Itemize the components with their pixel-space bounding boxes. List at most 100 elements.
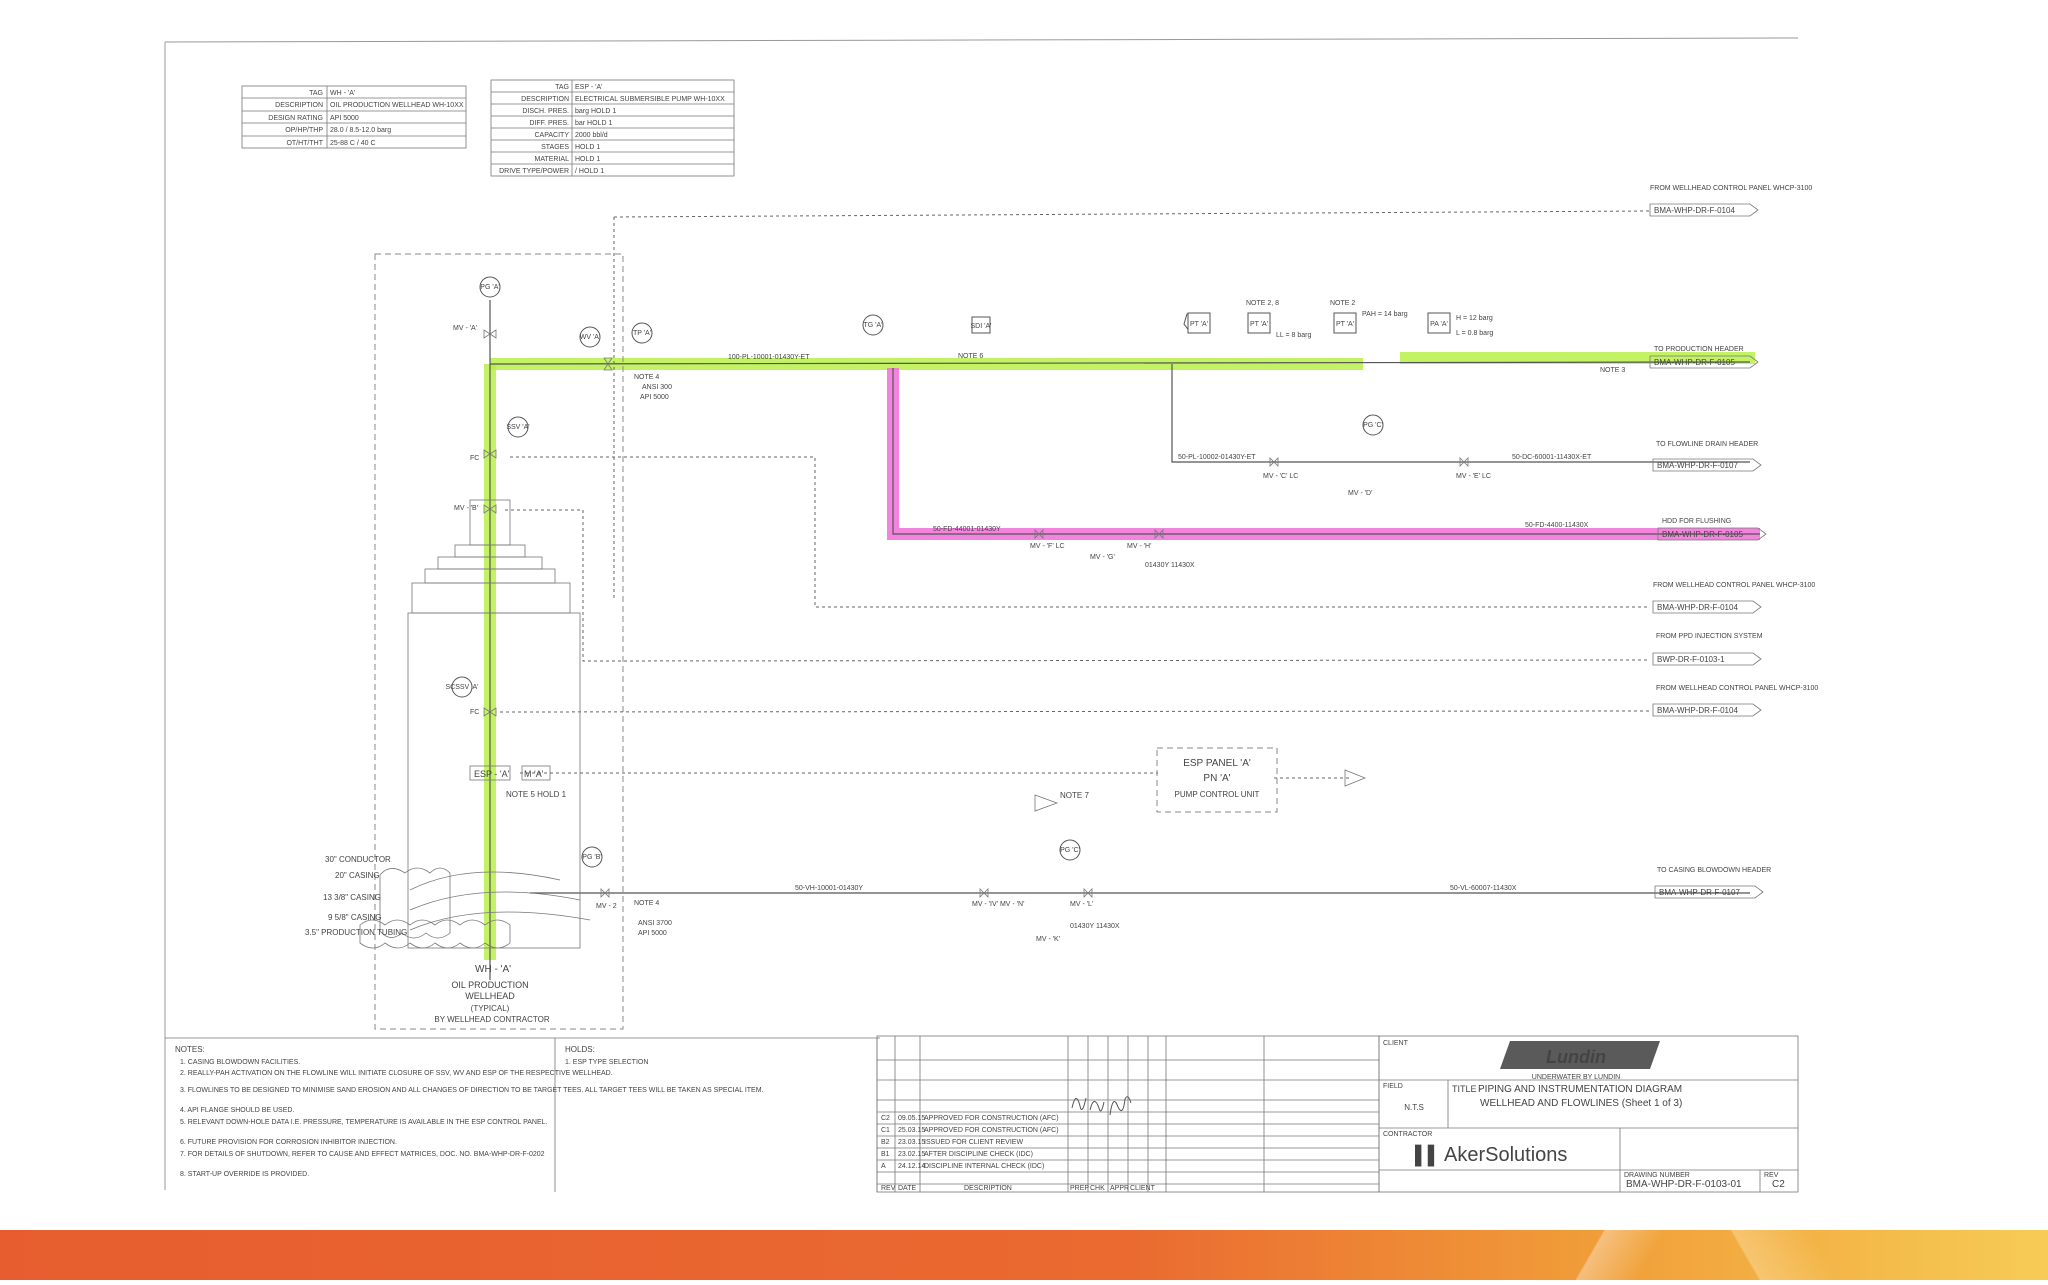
pg-b-tag: PG 'B' [582,854,601,861]
esp-table-key: DESCRIPTION [521,96,569,103]
offpage-ref: BMA-WHP-DR-F-0107 [1657,461,1738,470]
rev-code: A [881,1163,886,1170]
casing-label: 30" CONDUCTOR [325,855,391,864]
pressure-gauge-icon [1362,414,1384,436]
note-4: NOTE 4 [634,374,659,381]
wh-table-val: 28.0 / 8.5-12.0 barg [330,127,391,134]
api-rating-b: API 5000 [638,930,667,937]
tg-tag: TG 'A' [863,322,882,329]
esp-table-key: DISCH. PRES. [522,108,569,115]
rev-col-header: REV [881,1185,896,1192]
offpage-note: FROM WELLHEAD CONTROL PANEL WHCP-3100 [1650,185,1812,192]
valve-tag: MV - 'IV' MV - 'N' [972,901,1024,908]
esp-panel-label: PN 'A' [1203,773,1230,784]
note-4b: NOTE 4 [634,900,659,907]
pa-tag: PA 'A' [1430,321,1448,328]
high-setpoint: H = 12 barg [1456,315,1493,322]
note-5: NOTE 5 HOLD 1 [506,790,567,799]
annulus-valve-icon [600,888,610,898]
rev-desc: APPROVED FOR CONSTRUCTION (AFC) [924,1115,1059,1122]
wh-table-val: WH - 'A' [330,90,355,97]
flush-valve-icon [1154,529,1164,539]
note-item: 8. START-UP OVERRIDE IS PROVIDED. [180,1171,309,1178]
offpage-note: FROM WELLHEAD CONTROL PANEL WHCP-3100 [1653,582,1815,589]
offpage-ref: BMA-WHP-DR-F-0105 [1662,530,1743,539]
title-line-2: WELLHEAD AND FLOWLINES (Sheet 1 of 3) [1480,1098,1682,1109]
title-line-1: PIPING AND INSTRUMENTATION DIAGRAM [1478,1084,1682,1095]
esp-table-val: bar HOLD 1 [575,120,612,127]
low-setpoint: L = 0.8 barg [1456,330,1493,337]
offpage-note: FROM PPD INJECTION SYSTEM [1656,633,1763,640]
esp-table-key: MATERIAL [535,156,570,163]
pt-a-icon [1187,312,1211,334]
pg-c-tag: PG 'C' [1363,422,1383,429]
offpage-note: HDD FOR FLUSHING [1662,518,1731,525]
wh-table-val: API 5000 [330,115,359,122]
aker-logo-mark: ▌▌ [1415,1144,1441,1167]
tp-a-tag: TP 'A' [633,330,651,337]
holds-header: HOLDS: [565,1045,595,1054]
esp-table-key: TAG [555,84,569,91]
drain-valve-icon [1269,457,1279,467]
aker-solutions-logo: AkerSolutions [1444,1144,1567,1166]
note-item: 6. FUTURE PROVISION FOR CORROSION INHIBI… [180,1139,397,1146]
flush-line [892,368,1760,535]
pg-annulus-tag: PG 'C' [1060,847,1080,854]
valve-tag: MV - 'E' LC [1456,473,1491,480]
master-valve-icon [483,329,497,339]
wh-table-key: TAG [309,90,323,97]
wh-table-key: OP/HP/THP [285,127,323,134]
valves [483,329,1469,898]
offpage-ref: BMA-WHP-DR-F-0104 [1657,706,1738,715]
pressure-gauge-icon [479,276,501,298]
drawing-number: BMA-WHP-DR-F-0103-01 [1626,1179,1742,1190]
approval-signatures [1071,1096,1132,1116]
offpage-ref: BWP-DR-F-0103-1 [1657,655,1725,664]
api-rating: API 5000 [640,394,669,401]
master-valve-icon [483,504,497,514]
line-number-annulus: 50-VH-10001-01430Y [795,885,863,892]
note-6: NOTE 6 [958,353,983,360]
line-number-flush: 50-FD-44001-01430Y [933,526,1001,533]
wing-valve-actuator-icon [579,326,601,348]
note-item: 5. RELEVANT DOWN-HOLE DATA I.E. PRESSURE… [180,1119,548,1126]
drawing-revision: C2 [1772,1179,1785,1190]
line-number-annulus-2: 50-VL-60007-11430X [1450,885,1517,892]
rev-date: 24.12.14 [898,1163,925,1170]
sdi-tag: SDI 'A' [971,323,992,330]
offpage-ref: BMA-WHP-DR-F-0105 [1654,358,1735,367]
esp-table-val: ESP - 'A' [575,84,602,91]
offpage-note: TO CASING BLOWDOWN HEADER [1657,867,1771,874]
rev-code: C2 [881,1115,890,1122]
offpage-ref: BMA-WHP-DR-F-0104 [1654,206,1735,215]
esp-panel-label: ESP PANEL 'A' [1183,758,1251,769]
line-number-drain: 50-PL-10002-01430Y-ET [1178,454,1256,461]
rev-date: 23.02.15 [898,1151,925,1158]
casing-label: 20" CASING [335,871,380,880]
rev-date: 23.03.15 [898,1139,925,1146]
esp-data-table: TAG ESP - 'A' DESCRIPTION ELECTRICAL SUB… [490,79,735,177]
general-notes: NOTES: 1. CASING BLOWDOWN FACILITIES. 2.… [175,1045,764,1178]
wellhead-tree-graphic [359,499,591,949]
rev-desc: ISSUED FOR CLIENT REVIEW [924,1139,1023,1146]
casing-label: 13 3/8" CASING [323,893,381,902]
esp-panel-label: PUMP CONTROL UNIT [1175,790,1260,799]
hold-item: 1. ESP TYPE SELECTION [565,1059,648,1066]
production-line-highlight [484,352,1755,960]
note-2-8: NOTE 2, 8 [1246,300,1279,307]
rev-date: 09.05.15 [898,1115,925,1122]
rev-col-header: CHK [1090,1185,1105,1192]
rev-col-header: DATE [898,1185,916,1192]
drain-valve-icon [1459,457,1469,467]
offpage-connectors: FROM WELLHEAD CONTROL PANEL WHCP-3100 BM… [1649,185,1818,899]
valve-tag: MV - 'C' LC [1263,473,1298,480]
esp-table-val: 2000 bbl/d [575,132,608,139]
rev-col-header: DESCRIPTION [964,1185,1012,1192]
rev-desc: AFTER DISCIPLINE CHECK (IDC) [924,1151,1033,1158]
wellhead-data-table: TAG WH - 'A' DESCRIPTION OIL PRODUCTION … [241,85,467,149]
title-prefix: TITLE - [1452,1084,1482,1094]
esp-box [469,765,511,781]
esp-table-key: CAPACITY [535,132,570,139]
ansi-rating-b: ANSI 3700 [638,920,672,927]
rev-col-header: PREP [1070,1185,1089,1192]
